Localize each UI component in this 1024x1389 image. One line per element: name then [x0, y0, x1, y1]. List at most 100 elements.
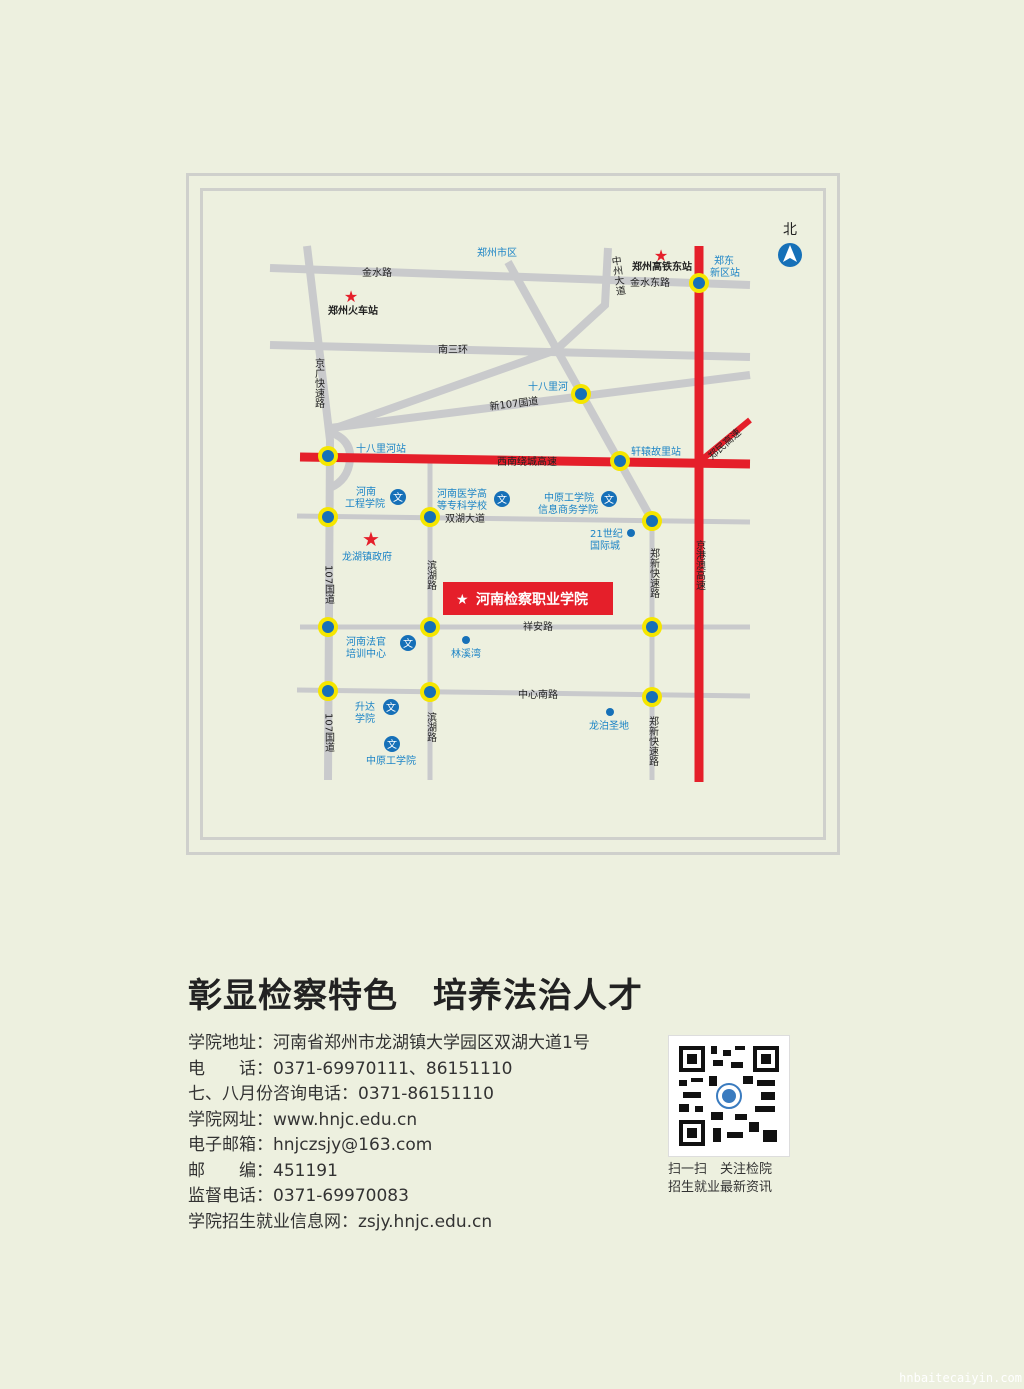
road-nansanhuan — [269, 341, 751, 361]
svg-text:文: 文 — [393, 491, 403, 504]
qr-code-icon — [677, 1044, 781, 1148]
poi-dot — [606, 708, 614, 716]
label: 双湖大道 — [445, 512, 485, 525]
school-icons: 文 文 文 文 文 文 — [383, 489, 617, 752]
label: 南三环 — [438, 343, 468, 356]
label: 培训中心 — [346, 647, 386, 660]
station-marker[interactable] — [610, 451, 630, 471]
qr-caption: 扫一扫 关注检院 招生就业最新资讯 — [668, 1161, 772, 1197]
label: 金水东路 — [630, 276, 670, 289]
station-marker[interactable] — [420, 617, 440, 637]
email[interactable]: 电子邮箱：hnjczsjy@163.com — [188, 1135, 433, 1155]
highway-ring — [299, 452, 751, 469]
star-icon: ★ — [654, 246, 668, 265]
svg-text:文: 文 — [497, 493, 507, 506]
address: 学院地址：河南省郑州市龙湖镇大学园区双湖大道1号 — [188, 1033, 590, 1053]
station-marker[interactable] — [318, 681, 338, 701]
summer-phone: 七、八月份咨询电话：0371-86151110 — [188, 1084, 494, 1104]
star-icon: ★ — [362, 527, 380, 551]
svg-text:文: 文 — [386, 701, 396, 714]
label: 工程学院 — [345, 497, 385, 510]
road-jinshui — [269, 264, 751, 289]
label: 中心南路 — [518, 688, 558, 701]
highways — [299, 246, 752, 782]
label: 金水路 — [362, 266, 392, 279]
station-marker[interactable] — [420, 682, 440, 702]
label: 107国道 — [323, 565, 335, 604]
label: 十八里河 — [528, 380, 568, 393]
map-frame-inner — [200, 188, 826, 840]
school-icon: 文 — [601, 491, 617, 507]
label: 郑州火车站 — [328, 304, 378, 317]
svg-text:文: 文 — [604, 493, 614, 506]
school-icon: 文 — [384, 736, 400, 752]
road-zhongxin-south — [296, 687, 751, 699]
label: 中原工学院 — [366, 754, 416, 767]
school-icon: 文 — [494, 491, 510, 507]
supervision-phone: 监督电话：0371-69970083 — [188, 1186, 409, 1206]
label: 新区站 — [710, 266, 740, 279]
station-marker[interactable] — [642, 617, 662, 637]
label: 郑民高速 — [705, 426, 743, 462]
label: 祥安路 — [523, 620, 553, 633]
slogan: 彰显检察特色 培养法治人才 — [188, 976, 643, 1016]
qr-code — [668, 1035, 790, 1157]
road-jingguang — [303, 245, 335, 781]
station-marker[interactable] — [642, 511, 662, 531]
star-markers: ★ ★ ★ — [344, 246, 668, 551]
label: 中原工学院 — [544, 491, 594, 504]
label: 郑新快速路 — [648, 547, 660, 599]
label: 轩辕故里站 — [631, 445, 681, 458]
employment-website[interactable]: 学院招生就业信息网：zsjy.hnjc.edu.cn — [188, 1211, 493, 1232]
label: 滨湖路 — [425, 559, 437, 591]
label: 滨湖路 — [425, 711, 437, 743]
label: 河南法官 — [346, 635, 386, 648]
station-marker[interactable] — [318, 446, 338, 466]
road-zhongzhou — [328, 247, 612, 434]
label: 郑东 — [714, 254, 734, 267]
label: 十八里河站 — [356, 442, 406, 455]
label: 西南绕城高速 — [497, 455, 557, 468]
school-icon: 文 — [390, 489, 406, 505]
college-name: 河南检察职业学院 — [476, 591, 588, 608]
highway-zhengmin — [697, 417, 752, 465]
poi-dot — [462, 636, 470, 644]
school-icon: 文 — [383, 699, 399, 715]
station-marker[interactable] — [571, 384, 591, 404]
contact-info: 学院地址：河南省郑州市龙湖镇大学园区双湖大道1号 电 话：0371-699701… — [188, 1031, 590, 1235]
road-shuanghu — [296, 513, 751, 525]
label: 河南医学高 — [437, 487, 487, 500]
road-new107 — [329, 371, 751, 432]
north-arrow-icon — [783, 245, 797, 262]
watermark: hnbaitecaiyin.com — [899, 1371, 1022, 1385]
postcode: 邮 编：451191 — [188, 1160, 338, 1181]
label: 等专科学校 — [437, 499, 487, 512]
roads — [269, 245, 751, 781]
phone: 电 话：0371-69970111、86151110 — [188, 1058, 513, 1079]
svg-text:★: ★ — [456, 592, 469, 608]
station-marker[interactable] — [689, 273, 709, 293]
website[interactable]: 学院网址：www.hnjc.edu.cn — [188, 1109, 418, 1130]
station-marker[interactable] — [420, 507, 440, 527]
label: 京广快速路 — [313, 357, 325, 409]
label: 郑新快速路 — [647, 715, 659, 767]
station-marker[interactable] — [318, 617, 338, 637]
qr-caption-line: 扫一扫 关注检院 — [668, 1162, 773, 1177]
label: 新107国道 — [489, 394, 539, 413]
map-labels: 郑州市区 金水路 郑州火车站 郑州高铁东站 郑东 新区站 金水东路 中州大道 南… — [313, 246, 744, 767]
label: 京港澳高速 — [694, 539, 706, 590]
label: 郑州高铁东站 — [632, 260, 692, 273]
map-frame-outer — [186, 173, 840, 855]
svg-text:文: 文 — [387, 738, 397, 751]
label: 升达 — [355, 701, 375, 713]
label: 国际城 — [590, 540, 620, 552]
station-marker[interactable] — [318, 507, 338, 527]
label: 林溪湾 — [451, 647, 481, 660]
college-label[interactable]: ★ 河南检察职业学院 — [443, 582, 613, 615]
label: 107国道 — [323, 713, 335, 752]
star-icon: ★ — [344, 287, 358, 306]
school-icon: 文 — [400, 635, 416, 651]
label: 21世纪 — [590, 528, 623, 540]
qr-caption-line: 招生就业最新资讯 — [668, 1180, 773, 1195]
station-marker[interactable] — [642, 687, 662, 707]
